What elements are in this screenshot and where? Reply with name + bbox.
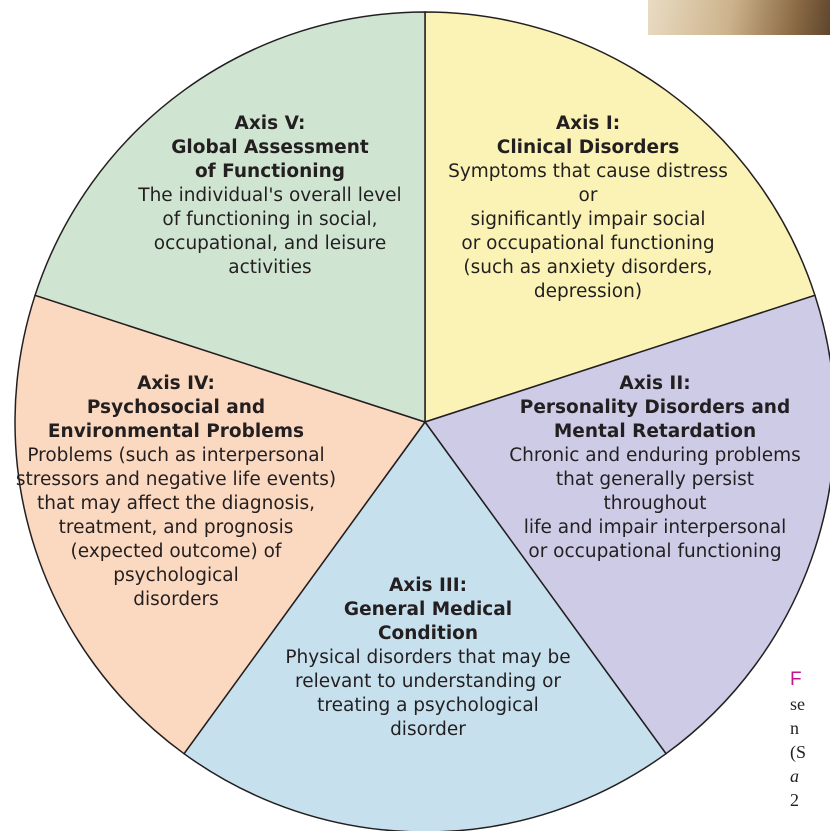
axis-3-desc-line: Physical disorders that may be [285, 647, 571, 668]
axis-2-title-line: Axis II: [619, 373, 691, 394]
axis-2-title-line: Mental Retardation [553, 421, 757, 442]
axis-1-desc-line: Symptoms that cause distress or [448, 161, 728, 206]
axis-4-label: Axis IV: Psychosocial and Environmental … [6, 372, 346, 612]
axis-3-label: Axis III: General Medical Condition Phys… [283, 574, 573, 742]
axis-5-label: Axis V: Global Assessment of Functioning… [130, 112, 410, 280]
axis-1-label: Axis I: Clinical Disorders Symptoms that… [438, 112, 738, 304]
wedge-axis-1 [424, 11, 816, 424]
axis-4-title-line: Axis IV: [137, 373, 215, 394]
axis-3-desc-line: relevant to understanding or [295, 671, 561, 692]
axis-1-desc-line: or occupational functioning [461, 233, 715, 254]
axis-4-desc-line: psychological [113, 565, 239, 586]
axis-2-desc-line: that generally persist throughout [555, 469, 755, 514]
axis-1-desc-line: depression) [533, 281, 643, 302]
caption-line: n [790, 718, 799, 738]
photo-fragment [648, 0, 830, 35]
axis-4-desc-line: treatment, and prognosis [58, 517, 294, 538]
caption-line: a [790, 766, 799, 786]
cropped-figure-caption: F se n (S a 2 [790, 668, 830, 812]
caption-line: F [790, 669, 802, 690]
axis-5-title-line: Global Assessment [171, 137, 369, 158]
axis-4-desc-line: Problems (such as interpersonal [27, 445, 325, 466]
axis-2-desc-line: or occupational functioning [528, 541, 782, 562]
axis-4-desc-line: disorders [133, 589, 219, 610]
axis-2-desc-line: life and impair interpersonal [523, 517, 787, 538]
axis-5-desc-line: The individual's overall level [138, 185, 402, 206]
axis-3-title-line: Axis III: [388, 575, 468, 596]
axis-3-title-line: General Medical [343, 599, 513, 620]
axis-4-desc-line: stressors and negative life events) [15, 469, 337, 490]
axis-4-title-line: Psychosocial and [86, 397, 266, 418]
axis-4-desc-line: that may affect the diagnosis, [37, 493, 315, 514]
axis-5-desc-line: of functioning in social, [162, 209, 378, 230]
axis-5-desc-line: activities [228, 257, 312, 278]
axis-5-title-line: Axis V: [234, 113, 306, 134]
caption-line: (S [790, 742, 807, 762]
wedge-axis-4 [14, 294, 427, 755]
axis-4-desc-line: (expected outcome) of [70, 541, 282, 562]
caption-line: 2 [790, 790, 799, 810]
axis-5-title-line: of Functioning [194, 161, 346, 182]
axis-3-title-line: Condition [377, 623, 479, 644]
caption-line: se [790, 694, 805, 714]
axis-2-title-line: Personality Disorders and [519, 397, 791, 418]
axis-2-desc-line: Chronic and enduring problems [509, 445, 801, 466]
axis-1-desc-line: significantly impair social [470, 209, 706, 230]
axis-5-desc-line: occupational, and leisure [153, 233, 387, 254]
axis-1-title-line: Axis I: [555, 113, 621, 134]
axis-1-title-line: Clinical Disorders [496, 137, 680, 158]
wedge-axis-3 [182, 420, 668, 831]
axis-1-desc-line: (such as anxiety disorders, [463, 257, 713, 278]
axis-3-desc-line: treating a psychological disorder [317, 695, 539, 740]
axis-2-label: Axis II: Personality Disorders and Menta… [505, 372, 805, 564]
wedge-axis-5 [34, 11, 426, 424]
axis-4-title-line: Environmental Problems [47, 421, 305, 442]
